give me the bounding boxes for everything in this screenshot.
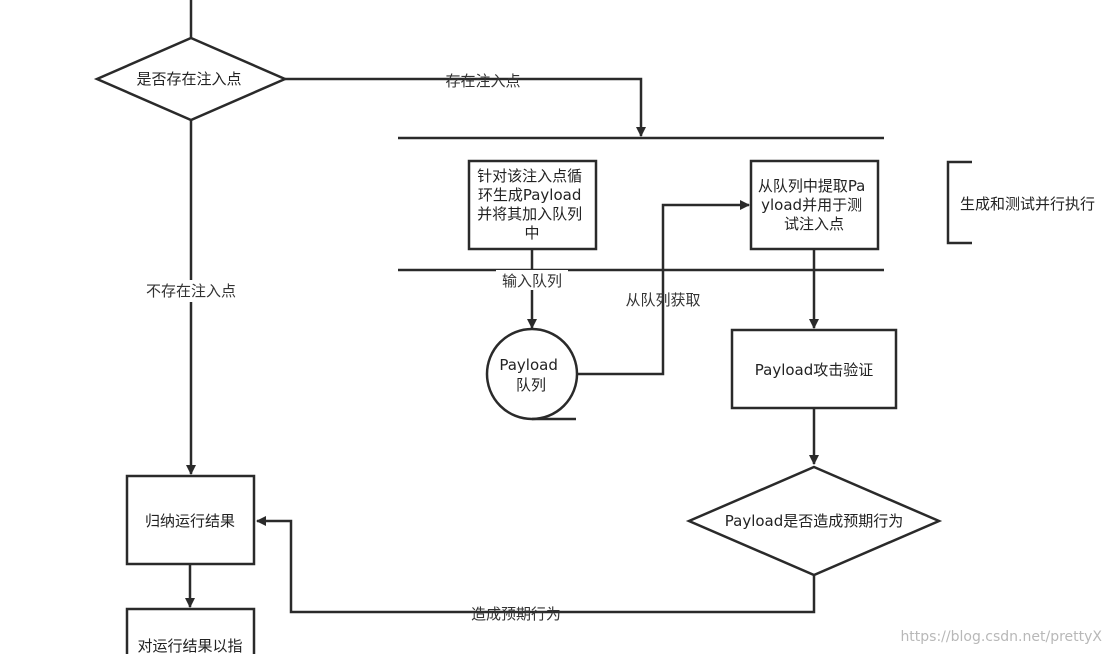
payload-queue-storage — [485, 327, 579, 421]
generate-payload-line-2: 环生成Payload — [478, 186, 582, 204]
edge-caused-expected-label: 造成预期行为 — [471, 605, 561, 623]
process-generate-payload — [467, 159, 598, 251]
payload-queue-label: Payload 队列 — [499, 356, 562, 394]
fetch-test-line-3: 试注入点 — [784, 215, 844, 233]
process-report-results — [125, 607, 256, 654]
edge-enqueue-label-bg — [496, 270, 568, 290]
generate-payload-line-1: 针对该注入点循 — [477, 167, 582, 185]
edge-caused-expected — [256, 516, 816, 614]
generate-payload-line-4: 中 — [524, 224, 539, 242]
edge-not-exists-label-bg — [138, 280, 244, 302]
decision-has-injection-point-label: 是否存在注入点 — [136, 70, 241, 88]
payload-queue-line-1: Payload — [499, 356, 558, 374]
fetch-test-line-1: 从队列中提取Pa — [758, 177, 866, 195]
process-attack-verify — [730, 328, 898, 410]
process-attack-verify-label: Payload攻击验证 — [755, 361, 874, 379]
payload-queue-line-2: 队列 — [516, 376, 546, 394]
edge-exists — [285, 77, 646, 137]
process-summarize-results — [125, 474, 256, 566]
annotation-parallel-label: 生成和测试并行执行 — [960, 195, 1095, 213]
edge-dequeue — [577, 200, 750, 376]
decision-expected-behavior-label: Payload是否造成预期行为 — [725, 512, 904, 530]
fetch-test-line-2: yload并用于测 — [761, 196, 862, 214]
process-fetch-and-test-label: 从队列中提取Pa yload并用于测 试注入点 — [758, 177, 870, 233]
edge-not-exists-label: 不存在注入点 — [146, 282, 236, 300]
edge-enqueue-label: 输入队列 — [502, 272, 562, 290]
watermark-text: https://blog.csdn.net/prettyX — [900, 629, 1102, 645]
generate-payload-line-3: 并将其加入队列 — [477, 205, 582, 223]
process-generate-payload-label: 针对该注入点循 环生成Payload 并将其加入队列 中 — [477, 167, 587, 242]
edge-exists-label: 存在注入点 — [445, 72, 520, 90]
process-report-results-label: 对运行结果以指 — [137, 637, 242, 654]
annotation-bracket — [946, 160, 972, 245]
edge-dequeue-label: 从队列获取 — [625, 291, 700, 309]
process-summarize-results-label: 归纳运行结果 — [145, 512, 235, 530]
